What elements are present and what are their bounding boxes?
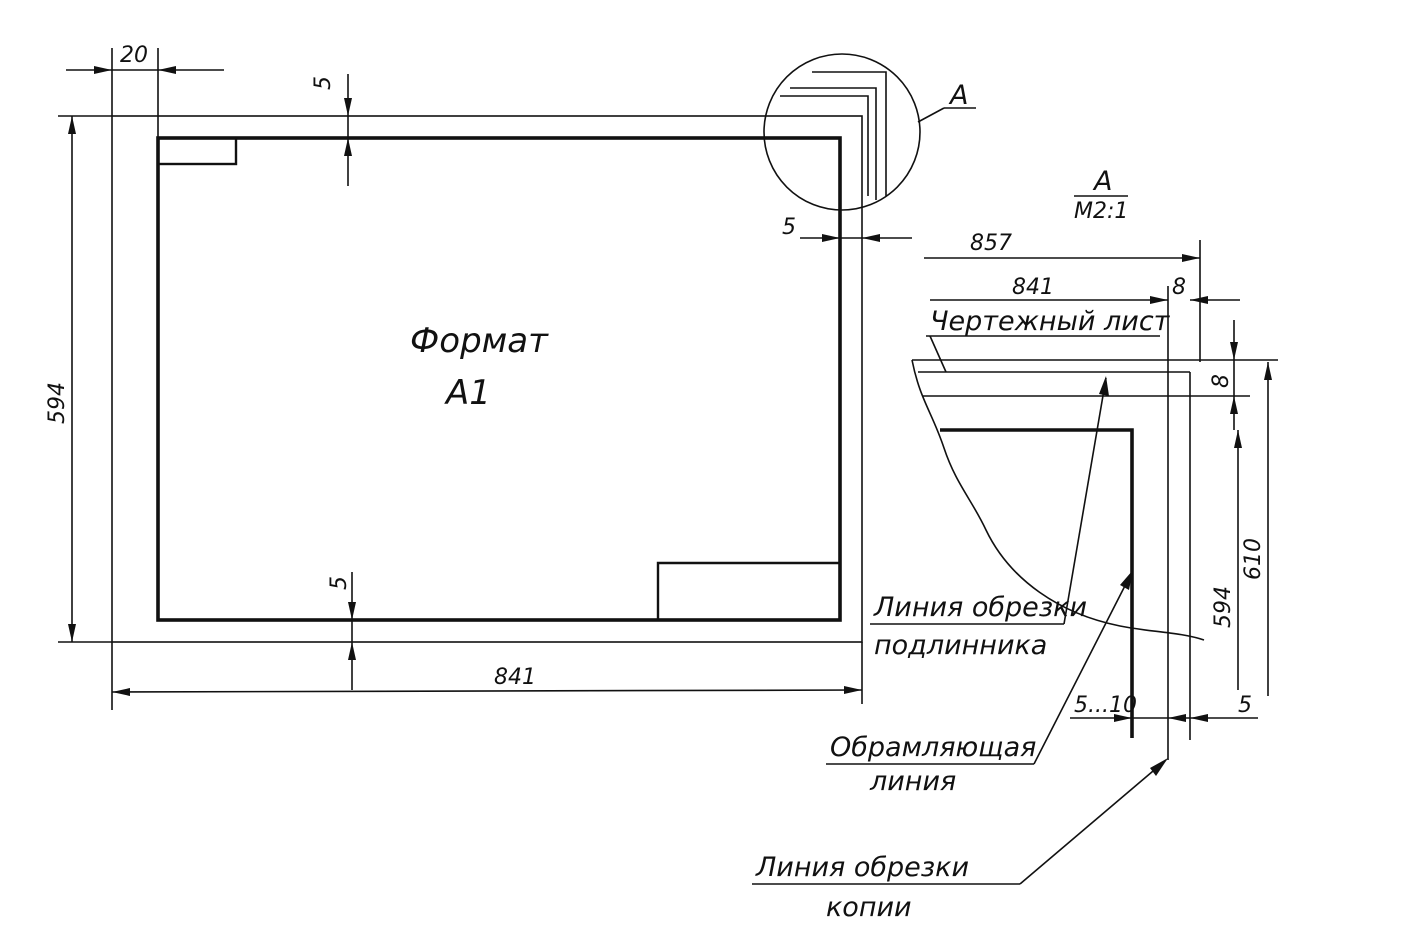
leader-frame	[1033, 571, 1133, 765]
arrow	[344, 98, 352, 116]
label-frame-line2: линия	[869, 766, 956, 797]
dim-label-8-top: 8	[1172, 275, 1186, 300]
arrow	[1150, 296, 1168, 304]
title-block	[656, 561, 840, 620]
arrow	[1190, 714, 1208, 722]
dim-label-20: 20	[120, 43, 148, 68]
arrow	[822, 234, 840, 242]
dim-label-594: 594	[45, 382, 70, 424]
dim-label-bottom-5: 5	[327, 576, 352, 590]
arrow	[112, 688, 130, 696]
dim-label-top-5: 5	[311, 76, 336, 90]
label-drawing-sheet: Чертежный лист	[930, 306, 1171, 337]
callout-circle	[763, 53, 921, 211]
label-copy-cut-line1: Линия обрезки	[755, 852, 969, 883]
callout-label: А	[948, 80, 968, 111]
top-left-box	[156, 136, 238, 166]
format-title: Формат	[410, 321, 549, 361]
dim-label-857: 857	[970, 231, 1012, 256]
arrow	[1230, 342, 1238, 360]
arrow	[1234, 430, 1242, 448]
callout-inner-line	[780, 95, 869, 196]
dim-label-594-detail: 594	[1211, 586, 1236, 628]
dim-label-5-10: 5...10	[1074, 693, 1137, 718]
arrow	[348, 602, 356, 620]
callout-inner-line	[812, 71, 887, 196]
arrow	[1230, 396, 1238, 414]
arrow	[348, 642, 356, 660]
dim-label-right-5: 5	[782, 215, 796, 240]
leader-copy-cut	[1019, 759, 1167, 885]
frame-border	[156, 136, 842, 622]
arrow	[1168, 714, 1186, 722]
detail-title: А	[1092, 166, 1112, 197]
callout-a: А	[763, 53, 976, 211]
arrow	[158, 66, 176, 74]
label-frame-line1: Обрамляющая	[830, 732, 1036, 763]
main-sheet: 20 5 5 5 594 841 Формат А1	[45, 43, 912, 710]
arrow	[844, 686, 862, 694]
arrow	[1120, 570, 1133, 590]
arrow	[1182, 254, 1200, 262]
dim-label-5-detail: 5	[1238, 693, 1252, 718]
dim-label-841: 841	[494, 665, 536, 690]
arrow	[1099, 376, 1109, 396]
arrow	[1264, 362, 1272, 380]
arrow	[94, 66, 112, 74]
dim-label-8-side: 8	[1209, 374, 1234, 388]
label-original-cut-line1: Линия обрезки	[873, 592, 1087, 623]
arrow	[68, 116, 76, 134]
arrow	[1150, 758, 1168, 776]
arrow	[1190, 296, 1208, 304]
detail-view: А М2:1 857 841 8 8 594	[752, 166, 1278, 923]
leader-original-cut	[1063, 377, 1107, 625]
dim-line-841	[111, 689, 863, 693]
dim-label-841-detail: 841	[1012, 275, 1054, 300]
sheet-outer-border	[111, 115, 863, 643]
leader-drawing-sheet	[929, 335, 947, 373]
arrow	[862, 234, 880, 242]
callout-leader	[917, 107, 945, 123]
torn-sheet-edge	[911, 359, 1205, 641]
label-copy-cut-line2: копии	[826, 892, 912, 923]
arrow	[1114, 714, 1132, 722]
callout-inner-line	[790, 87, 877, 200]
arrow	[68, 624, 76, 642]
format-subtitle: А1	[444, 373, 491, 413]
dim-label-610: 610	[1241, 538, 1266, 580]
arrow	[344, 138, 352, 156]
frame-corner	[940, 428, 1134, 738]
detail-scale: М2:1	[1074, 199, 1128, 224]
label-original-cut-line2: подлинника	[874, 630, 1047, 661]
